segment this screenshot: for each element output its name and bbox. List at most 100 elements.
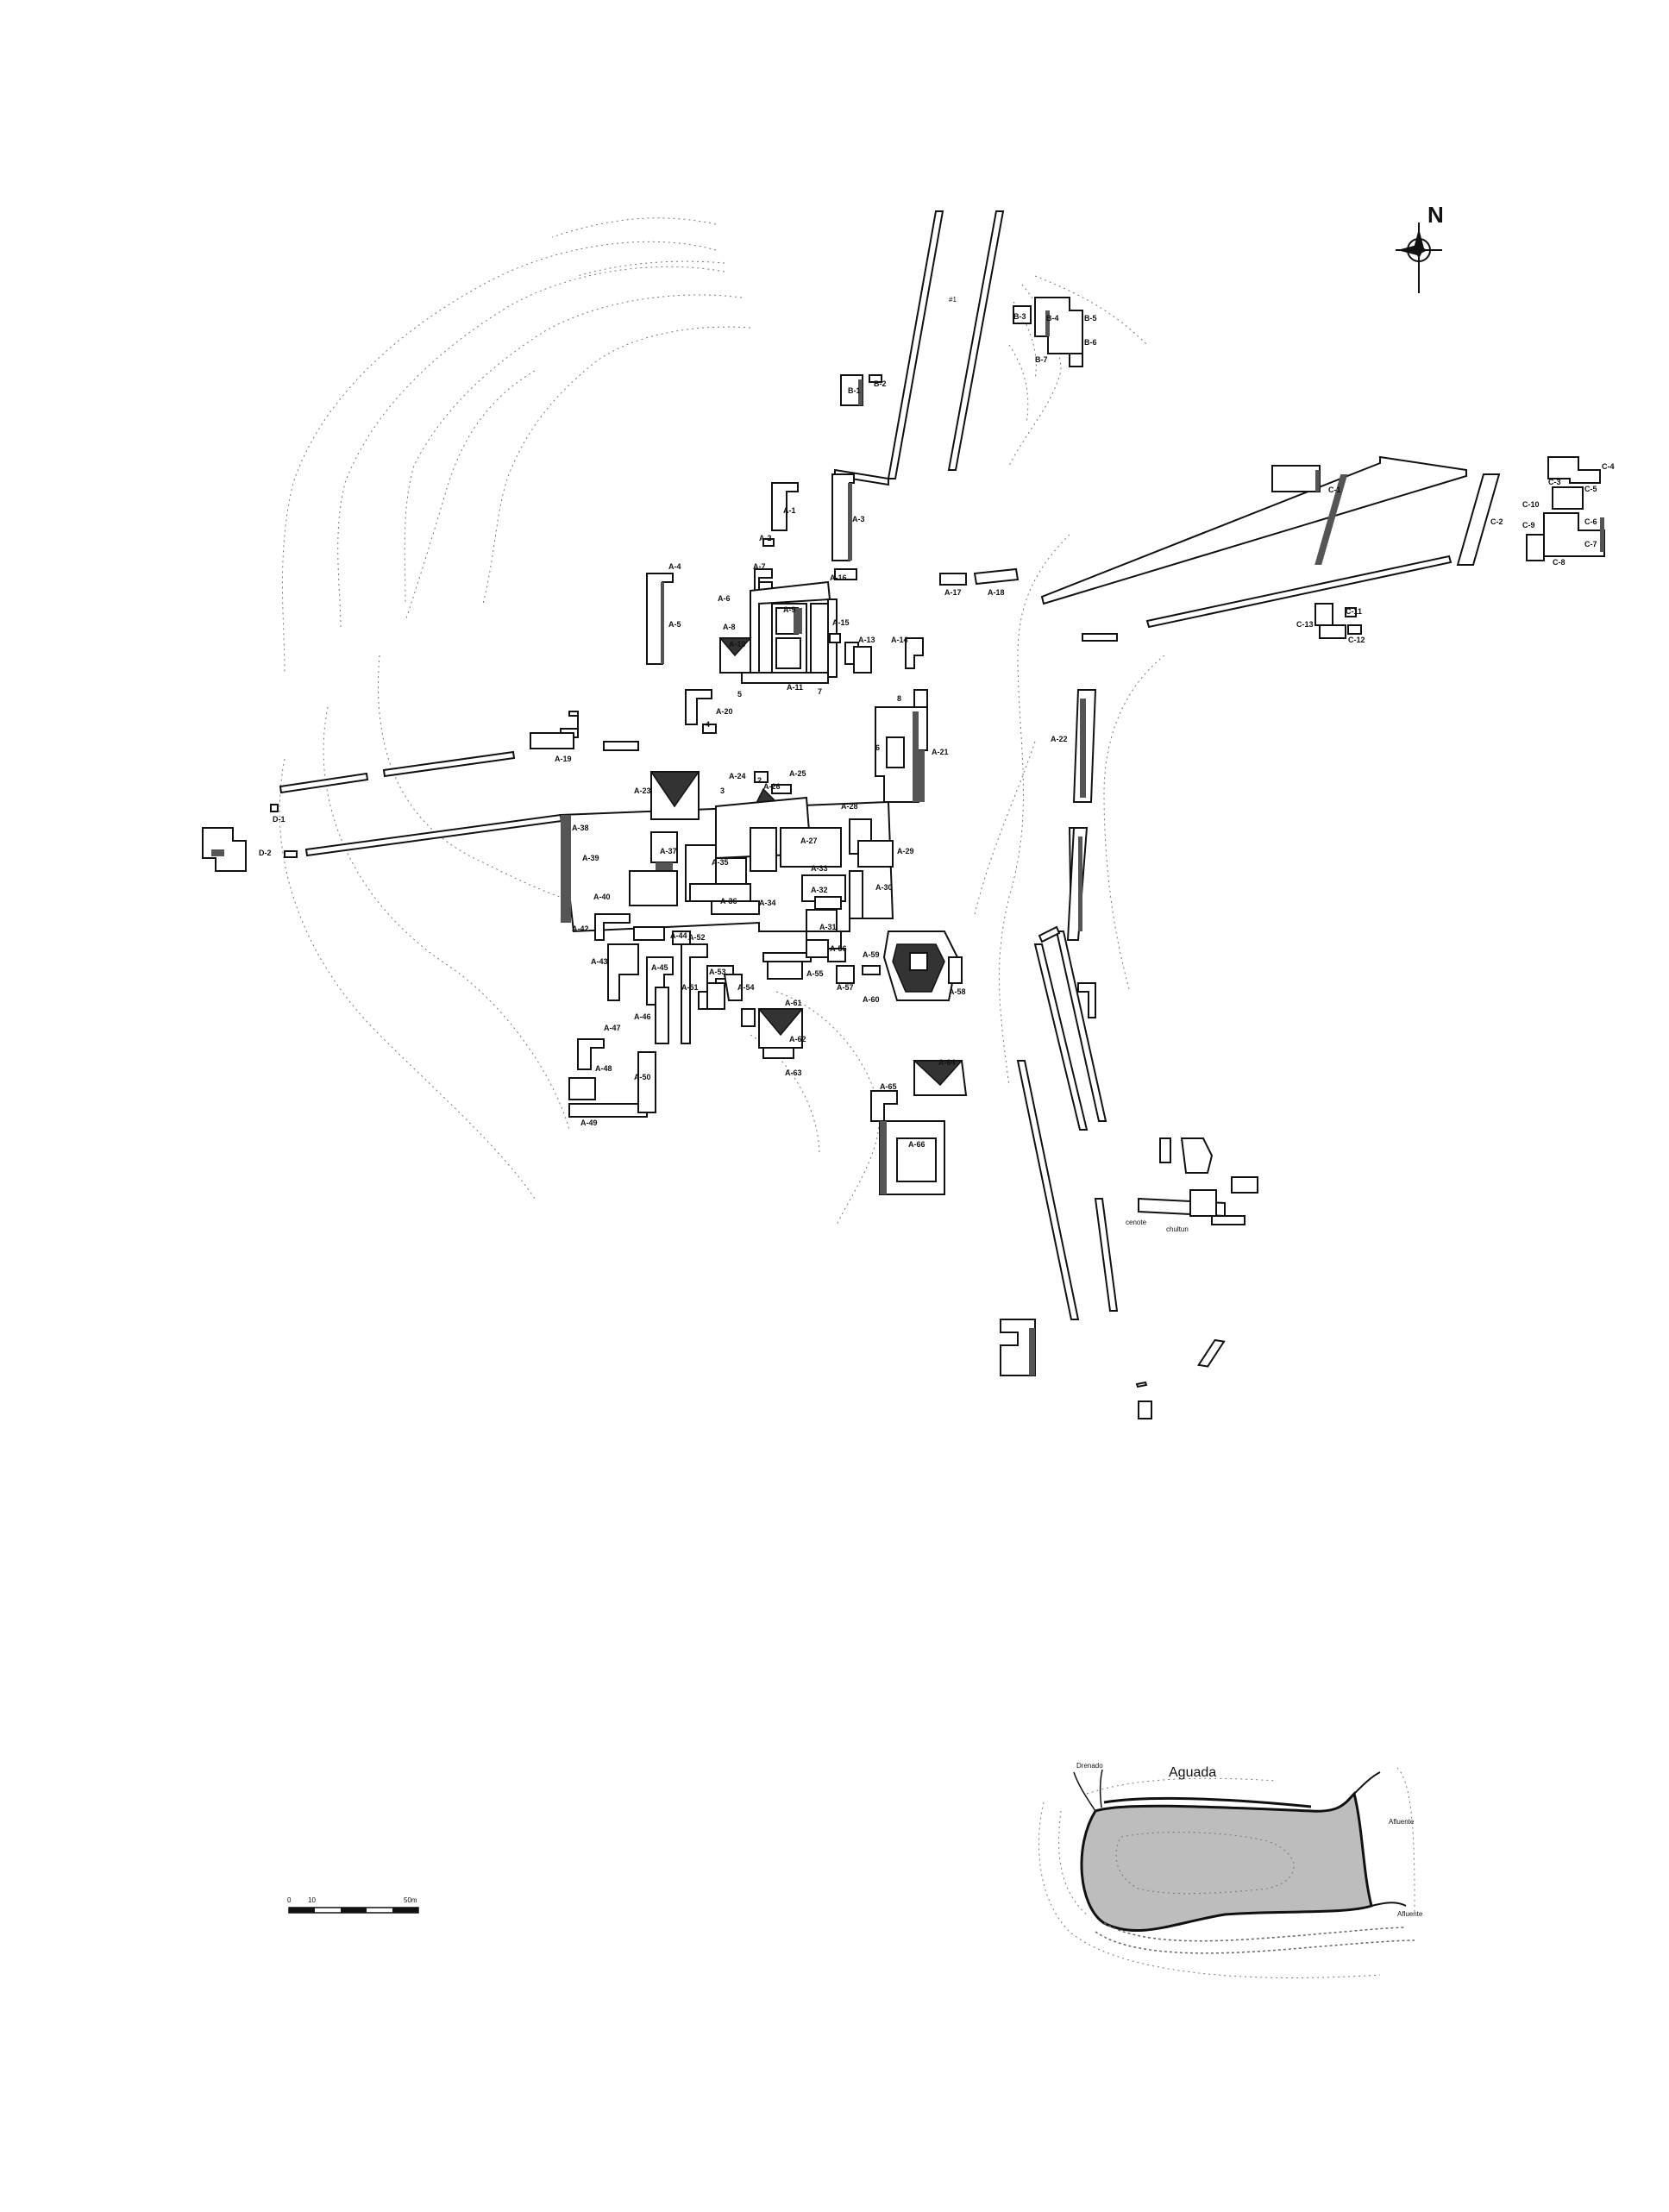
label-b-7: B-7 xyxy=(1035,355,1048,364)
label-a-6: A-6 xyxy=(718,594,731,603)
label-a-13: A-13 xyxy=(858,636,875,644)
label-a-14: A-14 xyxy=(891,636,908,644)
label-a-64: A-64 xyxy=(938,1058,956,1067)
label-a-61: A-61 xyxy=(785,999,802,1007)
label-a-54: A-54 xyxy=(737,983,755,992)
stela-8: 8 xyxy=(897,694,901,703)
label-a-55: A-55 xyxy=(806,969,824,978)
label-a-8: A-8 xyxy=(723,623,736,631)
label-a-36: A-36 xyxy=(720,897,737,905)
label-a-15: A-15 xyxy=(832,618,850,627)
aguada-inlet-2: Afluente xyxy=(1397,1910,1423,1918)
label-a-52: A-52 xyxy=(688,933,706,942)
compass-label: N xyxy=(1427,202,1444,228)
group-a-southeast xyxy=(870,1060,968,1195)
group-a-south xyxy=(568,913,881,1118)
label-a-9: A-9 xyxy=(783,605,796,614)
label-a-65: A-65 xyxy=(880,1082,897,1091)
scale-mid: 10 xyxy=(308,1896,316,1904)
label-a-56: A-56 xyxy=(830,944,847,953)
group-a-east-outliers xyxy=(1000,1137,1258,1419)
label-a-33: A-33 xyxy=(811,864,828,873)
group-c xyxy=(1271,456,1605,639)
group-a-acropolis xyxy=(559,771,894,954)
label-b-5: B-5 xyxy=(1084,314,1097,323)
label-c-11: C-11 xyxy=(1346,607,1362,616)
label-a-4: A-4 xyxy=(668,562,681,571)
label-c-9: C-9 xyxy=(1522,521,1535,530)
group-b xyxy=(840,297,1083,406)
label-c-1: C-1 xyxy=(1328,486,1341,494)
label-a-57: A-57 xyxy=(837,983,854,992)
label-c-13: C-13 xyxy=(1296,620,1314,629)
stela-6: 6 xyxy=(875,743,880,752)
aguada-outlet: Drenado xyxy=(1076,1762,1103,1770)
label-c-7: C-7 xyxy=(1584,540,1597,548)
label-a-25: A-25 xyxy=(789,769,806,778)
label-a-29: A-29 xyxy=(897,847,914,855)
label-a-44: A-44 xyxy=(670,931,687,940)
north-arrow-icon: N xyxy=(1396,202,1444,293)
label-c-3: C-3 xyxy=(1548,478,1561,486)
scale-bar: 0 10 50m xyxy=(287,1896,419,1914)
label-a-58: A-58 xyxy=(949,987,966,996)
label-a-48: A-48 xyxy=(595,1064,612,1073)
label-a-1: A-1 xyxy=(783,506,796,515)
stela-7: 7 xyxy=(818,687,822,696)
label-a-28: A-28 xyxy=(841,802,858,811)
label-a-66: A-66 xyxy=(908,1140,925,1149)
group-d xyxy=(202,804,279,872)
label-a-53: A-53 xyxy=(709,968,726,976)
label-a-39: A-39 xyxy=(582,854,599,862)
label-a-49: A-49 xyxy=(580,1119,598,1127)
label-b-4: B-4 xyxy=(1046,314,1059,323)
label-a-7: A-7 xyxy=(753,562,766,571)
contour-lines xyxy=(279,217,1165,1225)
label-c-4: C-4 xyxy=(1602,462,1615,471)
label-a-59: A-59 xyxy=(863,950,880,959)
aguada-water xyxy=(1080,1791,1373,1933)
group-a-north xyxy=(530,473,1020,751)
label-a-2: A-2 xyxy=(759,534,772,542)
label-a-42: A-42 xyxy=(572,924,589,933)
stela-2: 2 xyxy=(757,776,762,785)
label-c-6: C-6 xyxy=(1584,517,1597,526)
label-a-32: A-32 xyxy=(811,886,828,894)
label-chultun: chultun xyxy=(1166,1225,1189,1233)
label-a-45: A-45 xyxy=(651,963,668,972)
label-a-26: A-26 xyxy=(763,782,781,791)
label-a-22: A-22 xyxy=(1051,735,1068,743)
label-a-16: A-16 xyxy=(830,573,847,582)
label-b-3: B-3 xyxy=(1013,312,1026,321)
stela-4: 4 xyxy=(706,720,710,729)
label-c-2: C-2 xyxy=(1490,517,1503,526)
label-c-10: C-10 xyxy=(1522,500,1540,509)
label-a-60: A-60 xyxy=(863,995,880,1004)
pyramid-a-58 xyxy=(882,931,963,1001)
label-cenote: cenote xyxy=(1126,1219,1147,1226)
label-a-63: A-63 xyxy=(785,1068,802,1077)
label-a-10: A-10 xyxy=(729,640,746,649)
label-a-11: A-11 xyxy=(787,683,803,692)
label-a-3: A-3 xyxy=(852,515,865,523)
label-a-51: A-51 xyxy=(681,983,699,992)
label-a-46: A-46 xyxy=(634,1012,651,1021)
label-a-18: A-18 xyxy=(988,588,1005,597)
stela-3: 3 xyxy=(720,786,725,795)
label-c-5: C-5 xyxy=(1584,485,1597,493)
label-north-marker: #1 xyxy=(949,296,957,304)
label-a-38: A-38 xyxy=(572,824,589,832)
label-a-47: A-47 xyxy=(604,1024,621,1032)
aguada-inlet-1: Afluente xyxy=(1389,1818,1415,1826)
aguada xyxy=(1038,1767,1415,1978)
causeways xyxy=(279,210,1467,1320)
stela-5: 5 xyxy=(737,690,742,699)
label-a-19: A-19 xyxy=(555,755,572,763)
label-a-35: A-35 xyxy=(712,858,729,867)
label-a-50: A-50 xyxy=(634,1073,651,1081)
label-a-20: A-20 xyxy=(716,707,733,716)
label-a-62: A-62 xyxy=(789,1035,806,1043)
label-d-2: D-2 xyxy=(259,849,272,857)
